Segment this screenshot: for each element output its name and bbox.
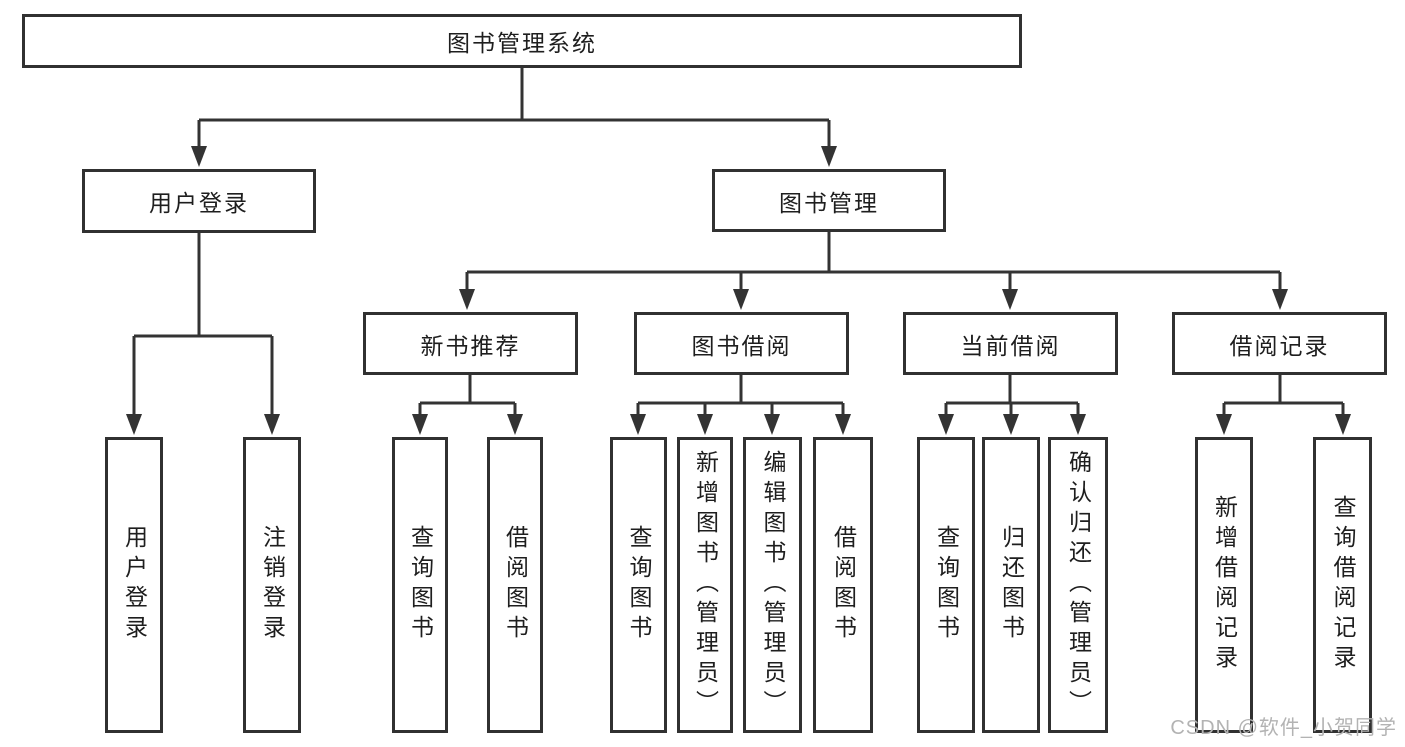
node-login: 用户登录	[105, 437, 163, 733]
node-label: 借阅图书	[830, 525, 857, 645]
node-label: 新书推荐	[420, 332, 521, 359]
node-br-add-record: 新增借阅记录	[1195, 437, 1253, 733]
arrowheads	[126, 146, 1351, 435]
node-label: 查询图书	[933, 525, 960, 645]
node-system-root: 图书管理系统	[22, 14, 1022, 68]
node-cb-query-book: 查询图书	[917, 437, 975, 733]
node-label: 查询借阅记录	[1330, 495, 1356, 675]
node-label: 图书管理系统	[447, 30, 597, 56]
node-new-book-recommend: 新书推荐	[363, 312, 578, 375]
node-label: 当前借阅	[960, 332, 1061, 359]
node-label: 确认归还（管理员）	[1065, 450, 1092, 720]
node-bb-add-book-admin: 新增图书（管理员）	[677, 437, 733, 733]
node-book-management: 图书管理	[712, 169, 946, 232]
node-label: 注销登录	[259, 525, 286, 645]
node-user-login: 用户登录	[82, 169, 316, 233]
node-label: 图书借阅	[691, 332, 792, 359]
node-label: 用户登录	[121, 525, 148, 645]
node-cb-return-book: 归还图书	[982, 437, 1040, 733]
node-label: 查询图书	[407, 525, 434, 645]
node-bb-edit-book-admin: 编辑图书（管理员）	[743, 437, 802, 733]
node-current-borrow: 当前借阅	[903, 312, 1118, 375]
node-bb-borrow-book: 借阅图书	[813, 437, 873, 733]
node-br-query-record: 查询借阅记录	[1313, 437, 1372, 733]
node-cb-confirm-return-admin: 确认归还（管理员）	[1048, 437, 1108, 733]
node-label: 新增图书（管理员）	[692, 450, 719, 720]
node-label: 图书管理	[779, 189, 879, 216]
node-borrow-records: 借阅记录	[1172, 312, 1387, 375]
node-logout: 注销登录	[243, 437, 301, 733]
node-label: 用户登录	[149, 190, 249, 216]
node-label: 归还图书	[998, 525, 1025, 645]
node-label: 借阅图书	[502, 525, 529, 645]
node-nbr-borrow-book: 借阅图书	[487, 437, 543, 733]
watermark-text: CSDN @软件_小贺同学	[1170, 717, 1397, 739]
node-nbr-query-book: 查询图书	[392, 437, 448, 733]
node-label: 编辑图书（管理员）	[760, 450, 786, 720]
node-bb-query-book: 查询图书	[610, 437, 667, 733]
node-book-borrow: 图书借阅	[634, 312, 849, 375]
node-label: 借阅记录	[1229, 332, 1330, 359]
node-label: 查询图书	[626, 525, 652, 645]
node-label: 新增借阅记录	[1211, 495, 1238, 675]
